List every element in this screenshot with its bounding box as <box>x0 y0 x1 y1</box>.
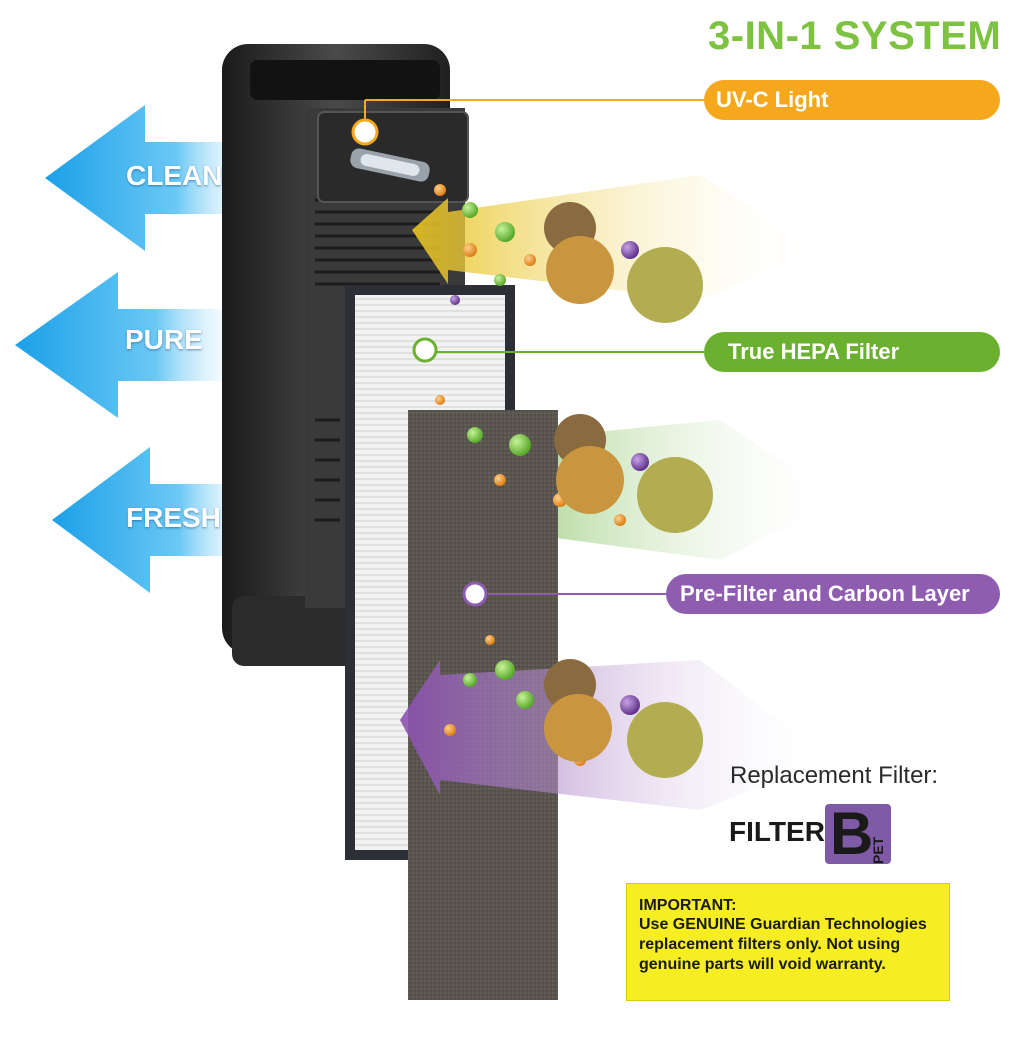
filter-suffix: PET <box>870 836 886 864</box>
filter-badge <box>825 804 891 864</box>
clean-arrow <box>45 105 265 251</box>
particles <box>434 184 649 766</box>
pure-arrow <box>15 272 250 418</box>
callout-lines <box>351 99 704 607</box>
important-notice: IMPORTANT: Use GENUINE Guardian Technolo… <box>626 883 950 1001</box>
system-title: 3-IN-1 SYSTEM <box>708 14 1002 58</box>
filter-letter: B <box>830 800 874 867</box>
uv-c-light-label: UV-C Light <box>704 80 1000 120</box>
fresh-label: FRESH <box>126 502 221 533</box>
hepa-filter-label: True HEPA Filter <box>704 332 1000 372</box>
filter-word: FILTER <box>729 816 825 847</box>
replacement-caption: Replacement Filter: <box>730 762 939 789</box>
contaminant-samples <box>544 202 713 778</box>
fresh-arrow <box>52 447 265 593</box>
pure-label: PURE <box>125 324 203 355</box>
pre-filter-label: Pre-Filter and Carbon Layer <box>666 574 1000 614</box>
uv-inflow-arrow <box>412 175 820 300</box>
uv-c-bulb <box>350 148 430 182</box>
notice-heading: IMPORTANT: <box>639 897 737 914</box>
carbon-inflow-arrow <box>400 660 830 810</box>
clean-label: CLEAN <box>126 160 223 191</box>
notice-body: Use GENUINE Guardian Technologies replac… <box>639 916 927 973</box>
